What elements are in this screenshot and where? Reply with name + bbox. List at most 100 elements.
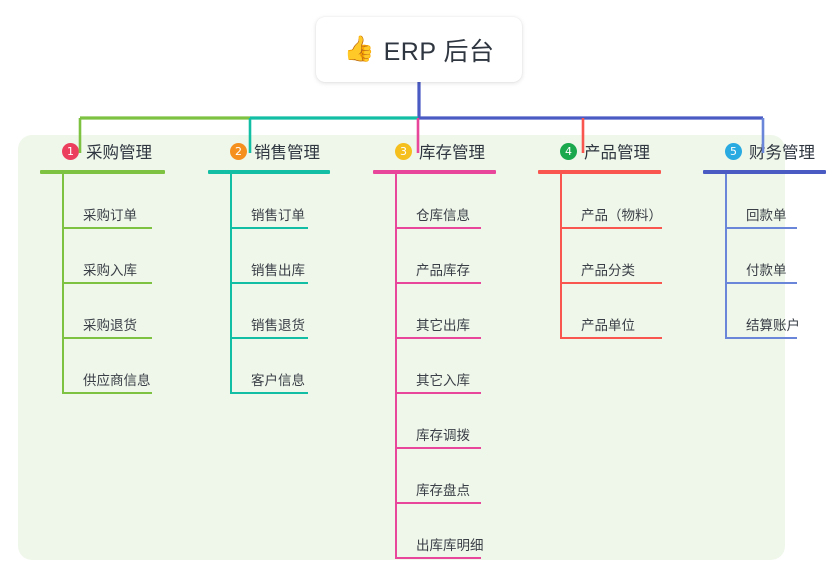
branch-number-badge: 5 <box>725 142 742 160</box>
branch-item-label: 库存盘点 <box>416 482 470 498</box>
branch-item[interactable]: 销售退货 <box>230 284 376 339</box>
branch-item-underline <box>725 227 797 229</box>
branch-item-underline <box>725 337 797 339</box>
branch-item[interactable]: 采购入库 <box>62 229 208 284</box>
branch-item-label: 采购退货 <box>83 317 137 333</box>
branch-title: 采购管理 <box>86 144 152 162</box>
branch-purchase[interactable]: 1 采购管理采购订单采购入库采购退货供应商信息 <box>40 135 208 394</box>
branch-underline <box>538 170 661 174</box>
branch-title: 库存管理 <box>419 144 485 162</box>
branch-item-label: 结算账户 <box>746 317 800 333</box>
branch-item-label: 其它出库 <box>416 317 470 333</box>
branch-items-purchase: 采购订单采购入库采购退货供应商信息 <box>62 173 208 394</box>
root-node-title: ERP 后台 <box>383 37 495 66</box>
branch-items-sales: 销售订单销售出库销售退货客户信息 <box>230 173 376 394</box>
branch-spine <box>62 173 64 394</box>
branch-product[interactable]: 4 产品管理产品（物料） 产品分类产品单位 <box>538 135 713 339</box>
branch-spine <box>560 173 562 339</box>
branch-item-label: 采购订单 <box>83 207 137 223</box>
branch-header-finance[interactable]: 5 财务管理 <box>703 135 839 167</box>
branch-item-underline <box>62 282 152 284</box>
branch-item-underline <box>230 282 308 284</box>
branch-item-underline <box>395 282 481 284</box>
branch-item-underline <box>560 227 662 229</box>
branch-item-label: 供应商信息 <box>83 372 151 388</box>
branch-item-label: 客户信息 <box>251 372 305 388</box>
branch-spine <box>230 173 232 394</box>
branch-item[interactable]: 出库库明细 <box>395 504 548 559</box>
branch-item[interactable]: 库存盘点 <box>395 449 548 504</box>
branch-underline <box>703 170 826 174</box>
branch-item[interactable]: 仓库信息 <box>395 174 548 229</box>
branch-item-underline <box>560 337 662 339</box>
branch-item[interactable]: 产品库存 <box>395 229 548 284</box>
branch-item-label: 回款单 <box>746 207 787 223</box>
branch-title: 财务管理 <box>749 144 815 162</box>
branch-item-underline <box>62 227 152 229</box>
branch-header-product[interactable]: 4 产品管理 <box>538 135 713 167</box>
branches-panel-background <box>18 135 785 560</box>
branch-item[interactable]: 采购订单 <box>62 174 208 229</box>
branch-header-purchase[interactable]: 1 采购管理 <box>40 135 208 167</box>
branch-item[interactable]: 销售出库 <box>230 229 376 284</box>
branch-number-badge: 3 <box>395 142 412 160</box>
branch-item[interactable]: 其它出库 <box>395 284 548 339</box>
branch-items-inventory: 仓库信息产品库存其它出库其它入库库存调拨库存盘点出库库明细 <box>395 173 548 559</box>
branch-item[interactable]: 客户信息 <box>230 339 376 394</box>
branch-item-underline <box>395 447 481 449</box>
branch-item-underline <box>62 392 152 394</box>
branch-item[interactable]: 销售订单 <box>230 174 376 229</box>
root-node-card[interactable]: 👍 ERP 后台 <box>316 17 522 82</box>
branch-item[interactable]: 产品（物料） <box>560 174 713 229</box>
branch-item[interactable]: 结算账户 <box>725 284 839 339</box>
branch-item-label: 其它入库 <box>416 372 470 388</box>
branch-title: 销售管理 <box>254 144 320 162</box>
branch-spine <box>395 173 397 559</box>
branch-item-underline <box>560 282 662 284</box>
branch-item[interactable]: 其它入库 <box>395 339 548 394</box>
branch-items-product: 产品（物料） 产品分类产品单位 <box>560 173 713 339</box>
branch-header-inventory[interactable]: 3 库存管理 <box>373 135 548 167</box>
branch-title: 产品管理 <box>584 144 650 162</box>
branch-item-underline <box>62 337 152 339</box>
branch-item[interactable]: 库存调拨 <box>395 394 548 449</box>
branch-item[interactable]: 产品单位 <box>560 284 713 339</box>
branch-item[interactable]: 产品分类 <box>560 229 713 284</box>
branch-item-label: 仓库信息 <box>416 207 470 223</box>
branch-number-badge: 4 <box>560 142 577 160</box>
branch-item-underline <box>230 337 308 339</box>
branch-item-label: 产品（物料） <box>581 207 662 223</box>
branch-item-underline <box>725 282 797 284</box>
thumbs-up-icon: 👍 <box>343 35 375 63</box>
branch-item[interactable]: 供应商信息 <box>62 339 208 394</box>
branch-inventory[interactable]: 3 库存管理仓库信息产品库存其它出库其它入库库存调拨库存盘点出库库明细 <box>373 135 548 559</box>
branch-underline <box>208 170 330 174</box>
branch-item-underline <box>395 337 481 339</box>
branch-item[interactable]: 付款单 <box>725 229 839 284</box>
branch-item-label: 出库库明细 <box>416 537 484 553</box>
branch-item-underline <box>395 502 481 504</box>
branch-item[interactable]: 采购退货 <box>62 284 208 339</box>
branch-item-label: 销售出库 <box>251 262 305 278</box>
branch-item-label: 销售订单 <box>251 207 305 223</box>
branch-item-label: 付款单 <box>746 262 787 278</box>
branch-spine <box>725 173 727 339</box>
branch-underline <box>373 170 496 174</box>
branch-item-label: 产品库存 <box>416 262 470 278</box>
branch-item-underline <box>230 392 308 394</box>
branch-item-label: 产品分类 <box>581 262 635 278</box>
branch-item-label: 产品单位 <box>581 317 635 333</box>
branch-item-label: 库存调拨 <box>416 427 470 443</box>
branch-finance[interactable]: 5 财务管理回款单付款单结算账户 <box>703 135 839 339</box>
branch-item-underline <box>395 227 481 229</box>
branch-item-underline <box>395 392 481 394</box>
branch-number-badge: 1 <box>62 142 79 160</box>
branch-item[interactable]: 回款单 <box>725 174 839 229</box>
branch-item-label: 销售退货 <box>251 317 305 333</box>
branch-items-finance: 回款单付款单结算账户 <box>725 173 839 339</box>
branch-underline <box>40 170 165 174</box>
